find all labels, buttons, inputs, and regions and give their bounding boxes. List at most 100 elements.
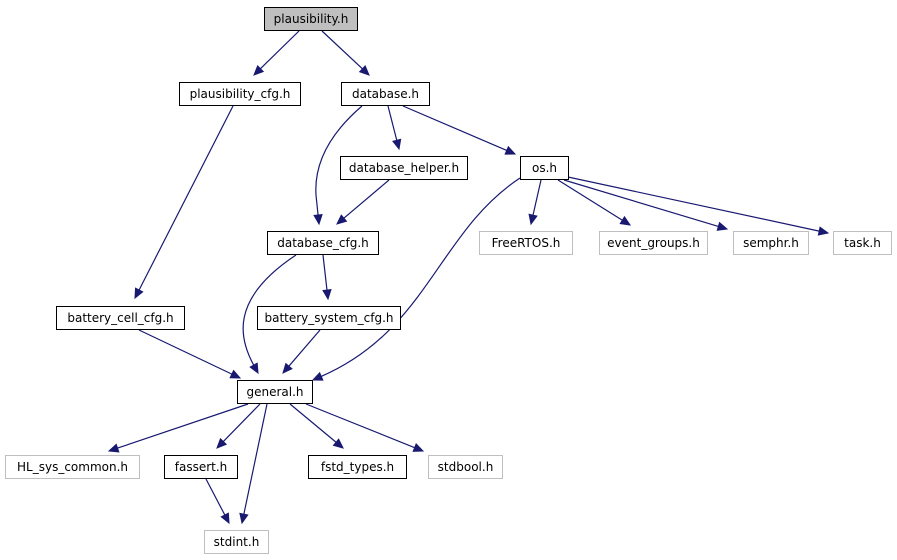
edge-layer	[107, 30, 830, 525]
node-label: task.h	[844, 236, 881, 250]
node-task-h[interactable]: task.h	[833, 231, 892, 255]
edge-database_h-to-os_h	[402, 105, 517, 155]
edge-line	[532, 179, 542, 216]
edge-line	[289, 403, 337, 443]
node-fassert-h[interactable]: fassert.h	[164, 455, 238, 479]
node-plausibility-h[interactable]: plausibility.h	[264, 7, 358, 31]
node-box	[599, 231, 708, 255]
edge-arrowhead	[528, 213, 538, 226]
edge-arrowhead	[504, 145, 517, 155]
node-hl-sys-common-h[interactable]: HL_sys_common.h	[5, 455, 140, 479]
node-box	[733, 231, 809, 255]
node-box	[428, 455, 503, 479]
edge-arrowhead	[311, 371, 324, 381]
edge-plausibility_cfg_h-to-battery_cell_cfg_h	[134, 105, 234, 300]
edge-line	[117, 403, 249, 449]
node-plausibility-cfg-h[interactable]: plausibility_cfg.h	[179, 82, 301, 106]
node-box	[340, 156, 468, 180]
edge-line	[260, 30, 300, 70]
edge-arrowhead	[282, 362, 293, 374]
node-label: fstd_types.h	[321, 460, 394, 474]
edge-arrowhead	[220, 512, 230, 525]
node-battery-cell-cfg-h[interactable]: battery_cell_cfg.h	[56, 306, 185, 330]
edge-plausibility_h-to-plausibility_cfg_h	[253, 30, 300, 76]
node-label: FreeRTOS.h	[492, 236, 561, 250]
node-stdint-h[interactable]: stdint.h	[204, 530, 269, 554]
node-box	[237, 380, 313, 404]
edge-database_helper_h-to-database_cfg_h	[336, 179, 390, 225]
node-label: HL_sys_common.h	[17, 460, 128, 474]
node-semphr-h[interactable]: semphr.h	[733, 231, 809, 255]
node-box	[179, 82, 301, 106]
edge-database_cfg_h-to-general_h	[242, 254, 297, 375]
node-box	[164, 455, 238, 479]
edge-battery_system_cfg_h-to-general_h	[282, 329, 321, 374]
node-stdbool-h[interactable]: stdbool.h	[428, 455, 503, 479]
edge-line	[402, 105, 507, 152]
node-box	[308, 455, 407, 479]
node-label: fassert.h	[175, 460, 228, 474]
edge-arrowhead	[358, 65, 370, 76]
edge-general_h-to-fstd_types_h	[289, 403, 344, 449]
edge-arrowhead	[336, 214, 348, 225]
edge-battery_cell_cfg_h-to-general_h	[138, 329, 242, 379]
edge-arrowhead	[249, 362, 259, 375]
node-label: database.h	[352, 87, 419, 101]
edge-line	[387, 105, 398, 141]
edge-database_h-to-database_cfg_h	[313, 105, 363, 226]
node-box	[257, 306, 401, 330]
node-label: general.h	[246, 385, 303, 399]
edge-line	[243, 403, 268, 515]
edge-line	[205, 478, 226, 516]
node-os-h[interactable]: os.h	[520, 156, 569, 180]
edge-general_h-to-stdint_h	[239, 403, 268, 525]
node-event-groups-h[interactable]: event_groups.h	[599, 231, 708, 255]
node-label: database_helper.h	[349, 161, 459, 175]
node-database-cfg-h[interactable]: database_cfg.h	[267, 231, 379, 255]
edge-fassert_h-to-stdint_h	[205, 478, 230, 525]
node-label: os.h	[532, 161, 557, 175]
node-label: stdint.h	[214, 535, 260, 549]
edge-line	[138, 105, 234, 291]
edge-line	[288, 329, 321, 367]
node-box	[5, 455, 140, 479]
edge-line	[557, 179, 623, 221]
node-database-helper-h[interactable]: database_helper.h	[340, 156, 468, 180]
edge-arrowhead	[332, 438, 344, 449]
edge-general_h-to-stdbool_h	[305, 403, 425, 452]
edge-arrowhead	[817, 226, 830, 236]
edge-arrowhead	[229, 369, 242, 379]
edge-line	[567, 176, 820, 232]
edge-database_cfg_h-to-battery_system_cfg_h	[322, 254, 332, 301]
edge-arrowhead	[619, 215, 632, 226]
edge-arrowhead	[253, 64, 265, 76]
node-label: battery_cell_cfg.h	[67, 311, 173, 325]
node-freertos-h[interactable]: FreeRTOS.h	[479, 231, 573, 255]
node-box	[341, 82, 430, 106]
node-fstd-types-h[interactable]: fstd_types.h	[308, 455, 407, 479]
node-box	[267, 231, 379, 255]
node-label: plausibility_cfg.h	[190, 87, 291, 101]
node-battery-system-cfg-h[interactable]: battery_system_cfg.h	[257, 306, 401, 330]
edge-line	[242, 254, 297, 366]
node-label: battery_system_cfg.h	[264, 311, 393, 325]
node-general-h[interactable]: general.h	[237, 380, 313, 404]
edge-os_h-to-general_h	[311, 177, 521, 381]
edge-arrowhead	[134, 287, 144, 300]
node-database-h[interactable]: database.h	[341, 82, 430, 106]
edge-arrowhead	[216, 437, 228, 449]
edge-line	[321, 177, 521, 377]
edge-os_h-to-freertos_h	[528, 179, 542, 226]
node-box	[833, 231, 892, 255]
edge-line	[315, 105, 363, 216]
edge-arrowhead	[412, 443, 425, 452]
edge-line	[222, 403, 261, 442]
node-box	[479, 231, 573, 255]
node-box	[204, 530, 269, 554]
edge-line	[305, 403, 415, 449]
node-box	[264, 7, 358, 31]
node-box	[520, 156, 569, 180]
edge-os_h-to-semphr_h	[563, 179, 729, 231]
